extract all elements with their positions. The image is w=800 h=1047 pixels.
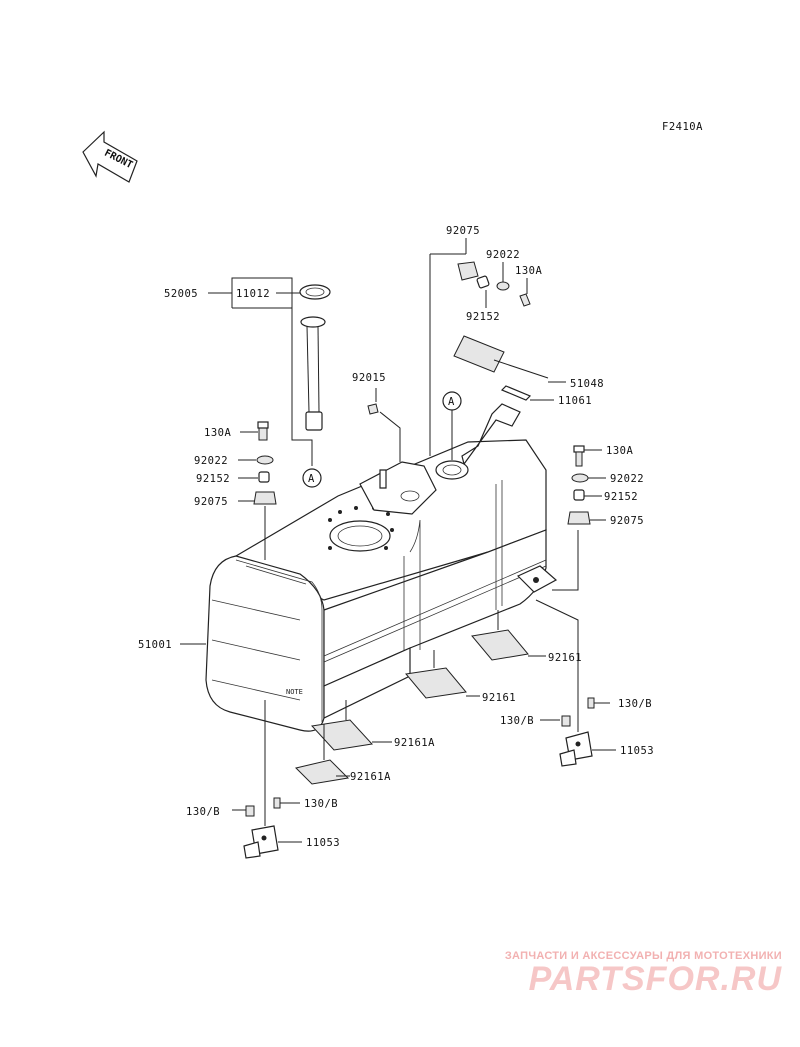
part-label-92152-right: 92152 bbox=[604, 491, 638, 503]
bracket-11053-right bbox=[535, 599, 616, 767]
part-label-92075-right: 92075 bbox=[610, 515, 644, 527]
watermark: ЗАПЧАСТИ И АКСЕССУАРЫ ДЛЯ МОТОТЕХНИКИ PA… bbox=[505, 950, 782, 996]
part-label-130A-left: 130A bbox=[204, 427, 231, 439]
part-label-11053-left: 11053 bbox=[306, 837, 340, 849]
pad-92161-b bbox=[405, 650, 480, 699]
part-label-92015: 92015 bbox=[352, 372, 386, 384]
front-arrow-icon: FRONT bbox=[82, 130, 138, 183]
part-label-11012: 11012 bbox=[236, 288, 270, 300]
part-label-92161-a: 92161 bbox=[548, 652, 582, 664]
part-label-92161A-a: 92161A bbox=[394, 737, 435, 749]
left-mount-stack bbox=[238, 421, 277, 560]
part-label-11053-right: 11053 bbox=[620, 745, 654, 757]
watermark-subtitle: ЗАПЧАСТИ И АКСЕССУАРЫ ДЛЯ МОТОТЕХНИКИ bbox=[504, 950, 782, 962]
part-label-51001: 51001 bbox=[138, 639, 172, 651]
part-label-92075-left: 92075 bbox=[194, 496, 228, 508]
bracket-11053-left bbox=[232, 700, 302, 859]
part-label-92022-right: 92022 bbox=[610, 473, 644, 485]
part-label-130A-top: 130A bbox=[515, 265, 542, 277]
part-label-92022-left: 92022 bbox=[194, 455, 228, 467]
reference-a-label: A bbox=[308, 473, 315, 485]
pad-92161-a bbox=[471, 610, 546, 661]
watermark-brand: PARTSFOR.RU bbox=[528, 960, 782, 998]
svg-text:NOTE: NOTE bbox=[286, 688, 303, 696]
part-label-11061: 11061 bbox=[558, 395, 592, 407]
pad-92161A-a bbox=[311, 700, 392, 751]
part-label-130B-r2: 130/B bbox=[500, 715, 534, 727]
part-52005-leader bbox=[208, 277, 313, 466]
part-label-130A-right: 130A bbox=[606, 445, 633, 457]
reference-a-circle bbox=[302, 468, 322, 488]
part-label-130B-r1: 130/B bbox=[618, 698, 652, 710]
part-label-92161-b: 92161 bbox=[482, 692, 516, 704]
fuel-sender-unit bbox=[299, 284, 331, 431]
part-label-130B-l1: 130/B bbox=[304, 798, 338, 810]
pad-92161A-b bbox=[295, 724, 350, 785]
part-92015 bbox=[367, 388, 401, 462]
right-mount-stack bbox=[552, 445, 606, 591]
reference-a-label-2: A bbox=[448, 396, 455, 408]
part-label-51048: 51048 bbox=[570, 378, 604, 390]
part-label-92161A-b: 92161A bbox=[350, 771, 391, 783]
part-label-130B-l2: 130/B bbox=[186, 806, 220, 818]
figure-code: F2410A bbox=[662, 121, 703, 133]
part-label-92022-top: 92022 bbox=[486, 249, 520, 261]
fuel-tank: NOTE bbox=[205, 403, 558, 732]
part-11061-gasket bbox=[500, 385, 554, 401]
part-label-92075-top: 92075 bbox=[446, 225, 480, 237]
part-label-92152-top: 92152 bbox=[466, 311, 500, 323]
part-51048-pad bbox=[453, 335, 566, 383]
part-label-52005: 52005 bbox=[164, 288, 198, 300]
part-label-92152-left: 92152 bbox=[196, 473, 230, 485]
top-mount-stack bbox=[429, 238, 531, 456]
